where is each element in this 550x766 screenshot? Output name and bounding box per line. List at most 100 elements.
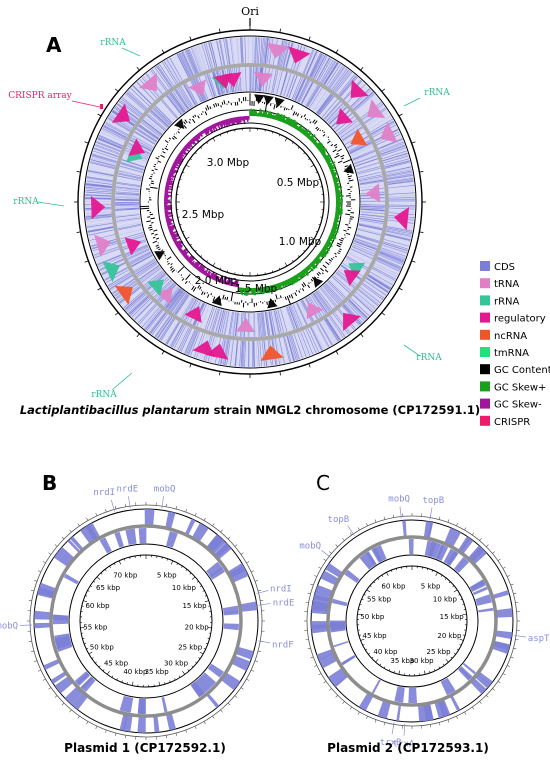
gene-block: [444, 527, 461, 547]
tick: [464, 527, 467, 531]
tick: [305, 601, 309, 604]
gene-block: [137, 698, 146, 714]
tick: [453, 652, 456, 655]
plasmid-forward-border: [310, 519, 514, 723]
tick: [442, 663, 445, 666]
tick: [105, 509, 107, 513]
tick: [377, 577, 380, 580]
gene-label-mobQ: mobQ: [0, 622, 18, 632]
ori-label: Ori: [241, 5, 259, 18]
plasmid-scale-label: 35 kbp: [390, 657, 415, 665]
tick: [114, 312, 119, 316]
tick: [310, 236, 315, 240]
tick: [510, 583, 514, 586]
gene-block: [54, 676, 73, 694]
tick: [198, 657, 201, 659]
tick: [194, 249, 197, 252]
tick: [86, 721, 89, 725]
gene-block: [138, 527, 147, 544]
plasmid-scale-label: 5 kbp: [421, 583, 441, 591]
tick: [458, 594, 461, 596]
feature-marker-regulatory: [192, 340, 215, 358]
gene-block: [377, 700, 391, 719]
plasmid-reverse-border: [345, 554, 479, 688]
cds-outer-border: [83, 35, 417, 369]
gene-label-nrdI: nrdI: [270, 585, 292, 595]
tick: [515, 638, 519, 641]
gene-label-aspT: aspT: [528, 634, 550, 644]
gene-block: [492, 640, 511, 655]
tick: [189, 244, 192, 246]
tick: [109, 565, 111, 568]
tick: [429, 724, 432, 728]
plasmid-scale-label: 45 kbp: [363, 632, 388, 640]
gene-block: [316, 649, 334, 660]
plasmid-scale-label: 20 kbp: [185, 623, 210, 631]
tick: [118, 560, 122, 565]
plasmid-scale-label: 70 kbp: [113, 571, 138, 579]
tick: [453, 589, 458, 593]
tick: [91, 657, 94, 659]
feature-marker-regulatory: [128, 138, 146, 156]
tick: [459, 638, 464, 641]
crispr-array-label: CRISPR array: [8, 91, 72, 101]
gene-block: [207, 534, 224, 552]
feature-marker-tRNA: [306, 302, 324, 320]
tick: [307, 647, 311, 650]
gene-block: [472, 586, 488, 596]
tick: [359, 603, 362, 605]
gene-block: [165, 511, 176, 529]
gene-label-leader: [258, 640, 271, 644]
tick: [203, 647, 206, 650]
gene-block: [318, 653, 337, 669]
gc-content-peak: [174, 118, 185, 130]
feature-marker-tRNA: [380, 121, 398, 143]
gene-block: [360, 551, 377, 569]
gene-block: [358, 693, 374, 711]
tick: [97, 113, 102, 117]
gene-block: [450, 695, 461, 712]
cds-inner-border: [139, 91, 361, 313]
gc-content-peak: [313, 277, 324, 288]
scale-label: 3.0 Mbp: [207, 157, 250, 169]
tick: [515, 601, 519, 604]
feature-marker-tRNA: [94, 234, 111, 257]
tick: [510, 656, 514, 659]
gene-label-leader: [399, 506, 402, 519]
gene-block: [34, 610, 51, 620]
tick: [219, 28, 221, 33]
tick: [61, 536, 65, 540]
gene-label-nrdF: nrdF: [272, 640, 294, 650]
tick: [360, 66, 364, 71]
tick: [279, 371, 281, 376]
feature-marker-ncRNA: [350, 128, 368, 146]
tick: [240, 687, 244, 690]
tick: [335, 695, 338, 698]
tick: [318, 566, 322, 569]
plasmid-scale-label: 25 kbp: [178, 644, 203, 652]
legend-label: tmRNA: [494, 348, 529, 359]
gene-label-leader: [321, 549, 332, 558]
tick: [161, 350, 165, 355]
feature-marker-regulatory: [184, 306, 202, 323]
tick: [463, 634, 466, 636]
gene-block: [114, 531, 124, 548]
tick: [471, 532, 475, 536]
tick: [251, 570, 254, 573]
gene-label-leader: [429, 507, 433, 520]
tick: [189, 158, 192, 160]
tick: [28, 600, 32, 602]
gene-block: [63, 573, 79, 585]
legend-swatch: [480, 364, 490, 375]
tick: [438, 516, 441, 520]
gene-label-leader: [513, 634, 526, 638]
rrna-label: rRNA: [13, 197, 39, 207]
tick: [220, 709, 223, 713]
tick: [368, 652, 371, 655]
gene-block: [330, 622, 346, 631]
tick: [358, 634, 361, 636]
tick: [440, 574, 443, 577]
legend-swatch: [480, 347, 490, 357]
